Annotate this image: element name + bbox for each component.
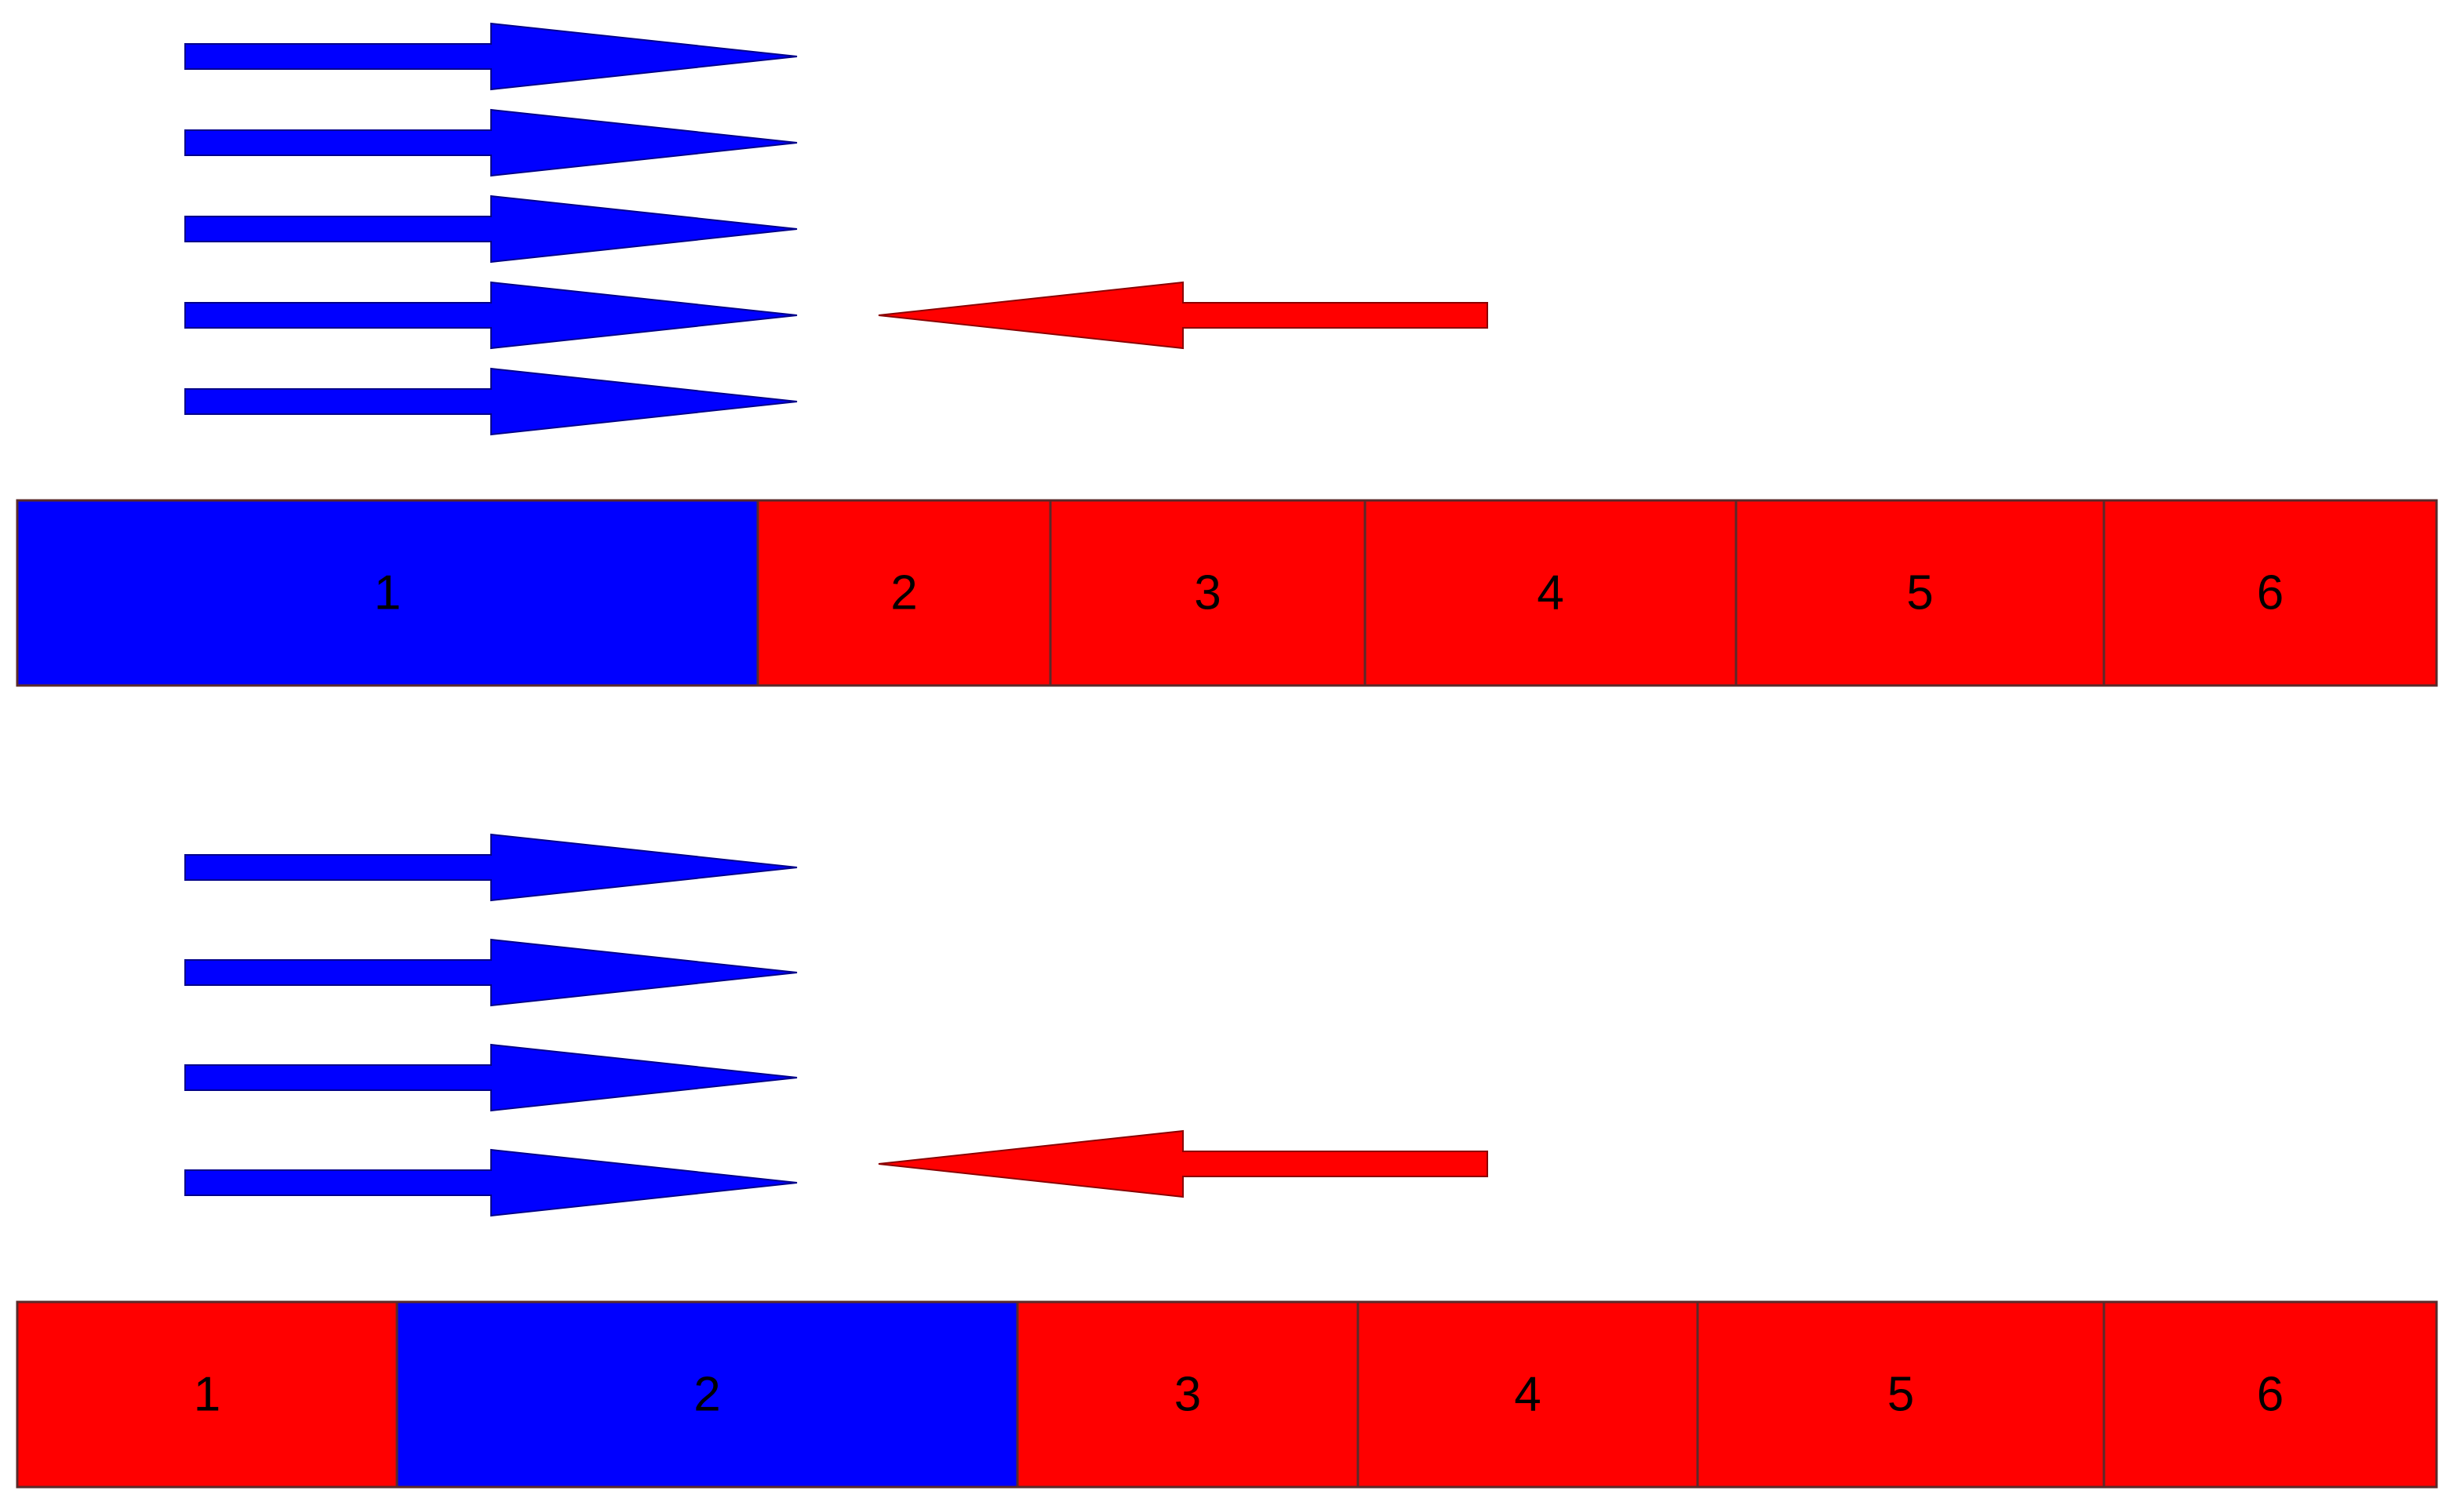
- right-arrow-icon: [184, 22, 798, 91]
- panel-bottom: 1 2 3 4 5 6: [16, 833, 2438, 1489]
- bar-cell: [16, 1300, 399, 1489]
- bar-cell-label: 2: [693, 1368, 720, 1422]
- bar-cell-label: 4: [1514, 1368, 1541, 1422]
- bar-cell-label: 6: [2257, 1368, 2284, 1422]
- right-arrow-icon: [184, 1148, 798, 1217]
- bar-cell: [395, 1300, 1019, 1489]
- bar-cell: [1363, 499, 1738, 687]
- bar-cell: [1356, 1300, 1699, 1489]
- panel-top: 1 2 3 4 5 6: [16, 22, 2438, 687]
- bar-cell: [1049, 499, 1367, 687]
- right-arrow-icon: [184, 108, 798, 177]
- right-arrow-icon: [184, 833, 798, 902]
- bar-cell: [16, 499, 759, 687]
- left-arrow-icon: [878, 281, 1488, 350]
- right-arrow-icon: [184, 367, 798, 436]
- bar-cell: [2102, 499, 2438, 687]
- bar-cell-label: 1: [194, 1368, 220, 1422]
- bar-cell-label: 1: [374, 566, 401, 620]
- bar-cell: [1734, 499, 2106, 687]
- right-arrow-icon: [184, 938, 798, 1007]
- bar-cell: [756, 499, 1052, 687]
- bar-cell-label: 3: [1194, 566, 1221, 620]
- bar-cell-label: 2: [890, 566, 917, 620]
- left-arrow-icon: [878, 1129, 1488, 1198]
- bar-cell-label: 6: [2257, 566, 2284, 620]
- right-arrow-icon: [184, 281, 798, 350]
- bar-cell-label: 5: [1887, 1368, 1914, 1422]
- right-arrow-icon: [184, 1043, 798, 1112]
- right-arrow-icon: [184, 195, 798, 264]
- bar-cell-label: 3: [1174, 1368, 1201, 1422]
- bar-cell-label: 5: [1906, 566, 1933, 620]
- bar-cell: [2102, 1300, 2438, 1489]
- bar-cell-label: 4: [1537, 566, 1563, 620]
- bar-cell: [1016, 1300, 1359, 1489]
